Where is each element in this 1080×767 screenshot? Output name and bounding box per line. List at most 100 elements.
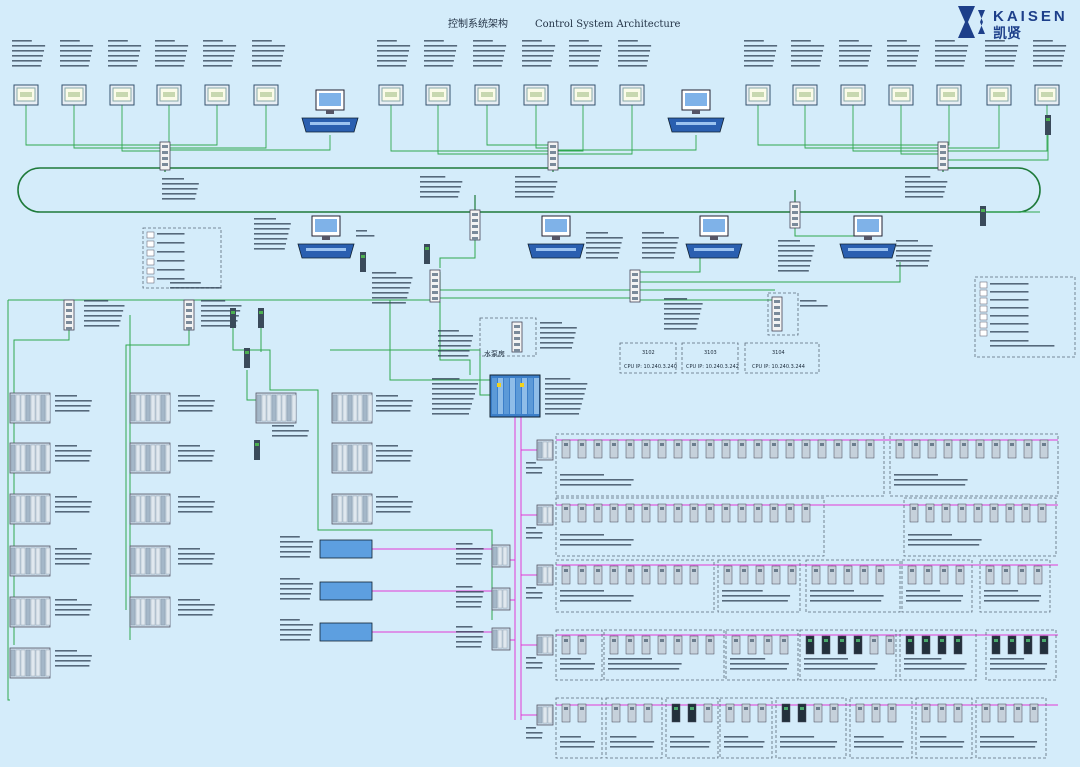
drive-display [926,569,930,572]
text-line [526,667,543,669]
field-plc-rack-L4 [9,545,51,577]
drive-cabinet-r5-7 [915,697,973,759]
drive-unit-icon [973,503,983,523]
text-line [155,60,185,62]
io-slot [146,276,155,284]
text-line [920,736,947,738]
switch-body [244,348,250,368]
drive-unit-icon [769,439,779,459]
drive-display [628,507,632,510]
drive-unit-icon [705,635,715,655]
text-line [906,595,964,597]
switch-port [940,151,946,154]
io-module [357,444,363,472]
text-line [560,539,634,541]
field-small-switch-3 [244,348,250,368]
text-line [178,506,214,508]
drive-display [580,639,584,642]
device-layer [9,40,1076,759]
text-line [203,50,236,52]
io-module [140,495,146,523]
text-line [280,619,300,621]
drive-display [708,507,712,510]
text-line [515,191,555,193]
switch-port [514,349,520,352]
text-line [920,741,965,743]
drive-display [994,639,998,642]
text-line [905,186,946,188]
switch-port [774,324,780,327]
text-line [420,181,463,183]
drive-display [756,507,760,510]
io-module [502,629,508,649]
drive-display [830,569,834,572]
io-module [261,394,267,422]
field-plc-rack-L2 [9,442,51,474]
drive-unit-icon [785,439,795,459]
text-line [780,736,815,738]
io-module [286,394,292,422]
text-line [935,40,955,42]
drive-display [924,639,928,642]
text-line [540,337,575,339]
text-line [522,45,556,47]
text-line [540,327,577,329]
drive-display [724,443,728,446]
io-module [145,598,151,626]
text-line [522,55,553,57]
ethernet-cable [389,300,490,381]
server-switch-b [424,244,430,264]
drive-unit-icon [953,635,963,655]
drive-display [760,707,764,710]
switch-port [632,273,638,276]
drive-unit-icon [643,703,653,723]
drive-bay [848,248,888,251]
drive-unit-icon [785,503,795,523]
drive-unit-icon [593,439,603,459]
io-module [492,546,498,566]
text-line [526,532,543,534]
operator-hmi-5 [204,84,230,106]
io-module [502,589,508,609]
text-line [254,243,286,245]
text-line [906,590,941,592]
drive-bay [536,248,576,251]
text-line [372,302,406,304]
text-line [252,40,272,42]
operator-hmi-18 [986,84,1012,106]
bus-coupler-2 [536,504,554,526]
io-slot [979,329,988,337]
text-line [810,590,854,592]
drive-cabinet-r5-2 [605,697,663,759]
text-line [904,668,965,670]
io-module [140,547,146,575]
text-line [791,60,821,62]
text-line [280,546,313,548]
text-line [84,305,125,307]
text-line [55,548,77,550]
text-line [155,65,184,67]
drive-unit-icon [657,439,667,459]
text-line [280,624,314,626]
text-line [55,558,91,560]
io-module [342,394,348,422]
io-module [165,598,171,626]
remote-switch-rack-2 [491,587,511,611]
io-module [281,394,287,422]
text-line [642,237,679,239]
text-line [162,183,199,185]
io-module [547,706,553,724]
io-module [40,495,46,523]
operator-hmi-7 [378,84,404,106]
drive-unit-icon [829,703,839,723]
text-line [280,578,300,580]
ethernet-cable [125,330,190,610]
text-line [376,496,398,498]
text-line [778,260,812,262]
drive-unit-icon [853,635,863,655]
text-line [280,598,310,600]
drive-display [612,639,616,642]
io-module [20,444,26,472]
operator-hmi-16 [888,84,914,106]
drive-display [790,569,794,572]
